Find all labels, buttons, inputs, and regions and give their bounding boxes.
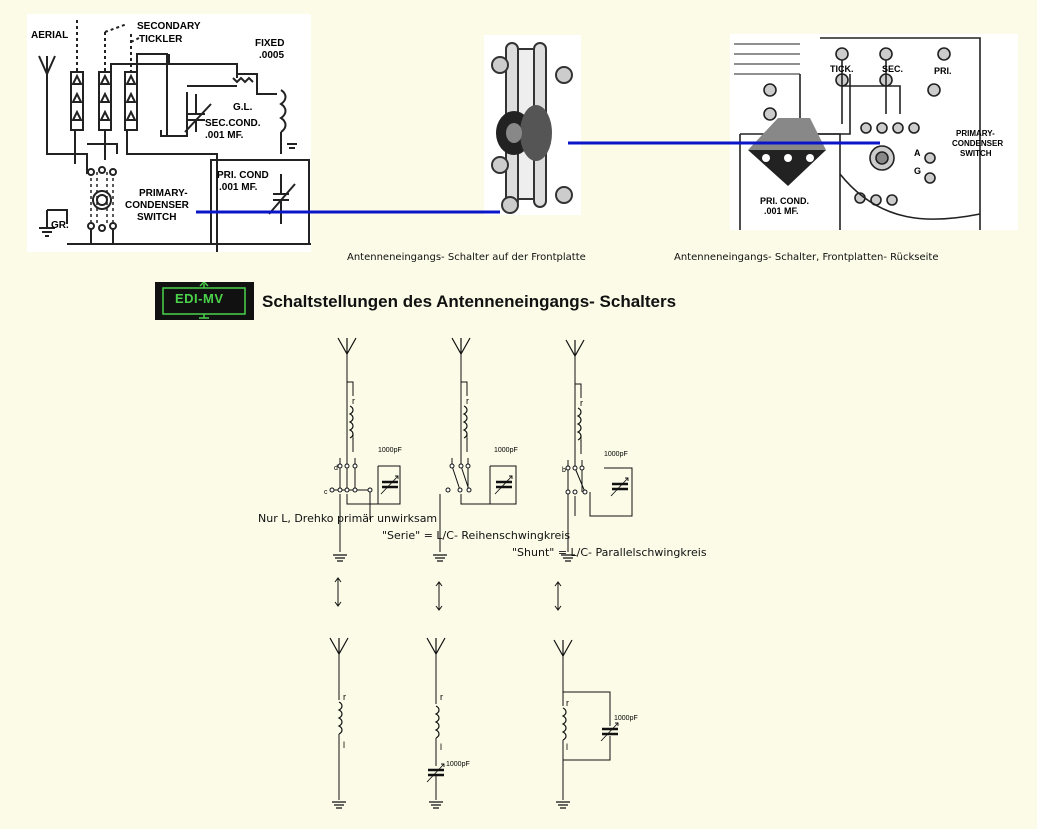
gl-label: G.L. (233, 102, 253, 113)
arrow-2 (435, 581, 443, 611)
circuit1-d-label: d (334, 465, 338, 472)
page-title: Schaltstellungen des Antenneneingangs- S… (262, 292, 677, 311)
circuit1-r-label: r (352, 396, 355, 406)
pri-cond-label: PRI. COND (217, 170, 269, 181)
sec-cond-label: SEC.COND. (205, 118, 261, 129)
switch-photo-front (484, 35, 581, 215)
tickler-label: TICKLER (139, 34, 183, 45)
eq3-r-label: r (566, 698, 569, 708)
logo-frame (162, 282, 246, 319)
note-serie: "Serie" = L/C- Reihenschwingkreis (382, 529, 571, 542)
eq1-r-label: r (343, 692, 346, 702)
pri-cond-value-label: .001 MF. (219, 182, 258, 193)
eq2-l-label: l (440, 742, 442, 752)
eq1-l-label: l (343, 740, 345, 750)
pri-label: PRI. (934, 66, 952, 76)
arrow-1 (334, 577, 342, 607)
circuits-diagram: r l 1000pF d c r l 1000pF r l 1000pF b (324, 337, 638, 809)
circuit3-r-label: r (580, 398, 583, 408)
circuit3-b-label: b (562, 467, 566, 474)
note-only-l: Nur L, Drehko primär unwirksam (258, 512, 438, 525)
circuit1-l-label: l (352, 432, 354, 442)
switch-circuit-2: r l 1000pF (432, 337, 518, 562)
equivalent-circuit-2: r l 1000pF (425, 637, 470, 809)
equivalent-circuit-1: r l (329, 637, 349, 809)
secondary-label: SECONDARY (137, 21, 201, 32)
schematic-right-drawing: TICK. SEC. PRI. PRIMARY- CONDENSER SWITC… (734, 37, 1003, 230)
primary-switch-label-2: CONDENSER (125, 200, 190, 211)
logo-text: EDI-MV (175, 291, 224, 306)
a-label: A (914, 148, 921, 158)
switch-circuit-1: r l 1000pF d c (324, 337, 402, 562)
connector-lines (196, 141, 880, 214)
eq3-cap-label: 1000pF (614, 715, 638, 722)
sec-label: SEC. (882, 64, 903, 74)
circuit3-l-label: l (580, 434, 582, 444)
primary-switch-label-1: PRIMARY- (139, 188, 188, 199)
right-pri-cond-label: PRI. COND. (760, 196, 809, 206)
right-pri-cond-value-label: .001 MF. (764, 206, 799, 216)
eq3-l-label: l (566, 742, 568, 752)
right-primary-switch-label-2: CONDENSER (952, 139, 1003, 148)
circuit1-cap-label: 1000pF (378, 447, 402, 454)
note-shunt: "Shunt" = L/C- Parallelschwingkreis (512, 546, 707, 559)
fixed-value-label: .0005 (259, 50, 284, 61)
circuit3-cap-label: 1000pF (604, 451, 628, 458)
schematic-right: TICK. SEC. PRI. PRIMARY- CONDENSER SWITC… (730, 34, 1018, 230)
fixed-label: FIXED (255, 38, 284, 49)
eq2-r-label: r (440, 692, 443, 702)
switch-photo-front-drawing (491, 42, 573, 214)
circuit1-c-label: c (324, 489, 328, 496)
switch-circuit-3: r l 1000pF b (560, 339, 633, 562)
schematic-left: AERIAL SECONDARY TICKLER FIXED .0005 G.L… (27, 14, 311, 252)
schematic-left-drawing: AERIAL SECONDARY TICKLER FIXED .0005 G.L… (31, 20, 311, 252)
sec-cond-value-label: .001 MF. (205, 130, 244, 141)
arrow-3 (554, 581, 562, 611)
right-primary-switch-label-3: SWITCH (960, 149, 992, 158)
tick-label: TICK. (830, 64, 854, 74)
g-label: G (914, 166, 921, 176)
primary-switch-label-3: SWITCH (137, 212, 176, 223)
right-primary-switch-label-1: PRIMARY- (956, 129, 995, 138)
circuit2-cap-label: 1000pF (494, 447, 518, 454)
equivalent-circuit-3: r l 1000pF (553, 639, 638, 809)
edi-mv-logo: EDI-MV (155, 282, 254, 320)
aerial-label: AERIAL (31, 30, 68, 41)
eq2-cap-label: 1000pF (446, 761, 470, 768)
caption-rear: Antenneneingangs- Schalter, Frontplatten… (674, 252, 939, 263)
gr-label: GR. (51, 220, 69, 231)
circuit2-r-label: r (466, 396, 469, 406)
caption-front: Antenneneingangs- Schalter auf der Front… (347, 252, 586, 263)
circuit2-l-label: l (466, 432, 468, 442)
